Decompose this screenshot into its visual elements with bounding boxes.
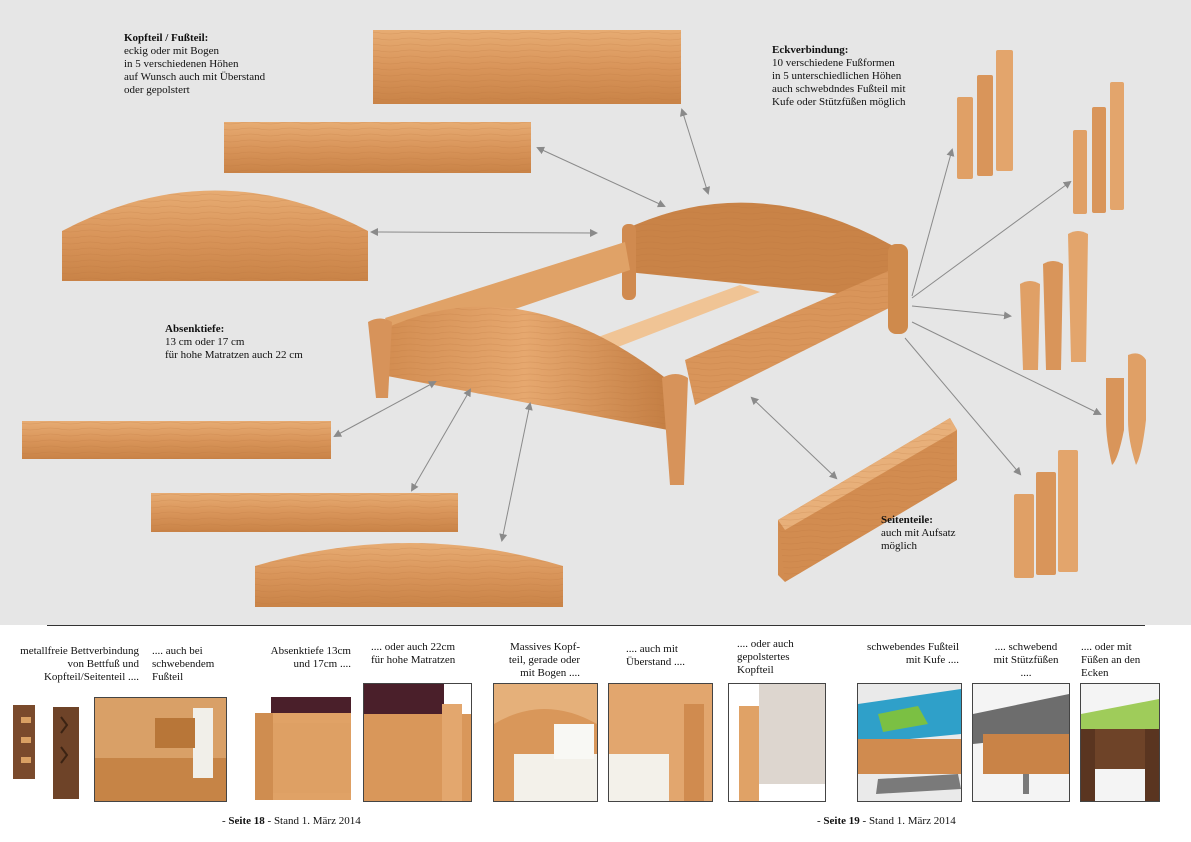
footer-page-18: - Seite 18 - Stand 1. März 2014 xyxy=(222,815,361,827)
caption-gepolstert: .... oder auch gepolstertes Kopfteil xyxy=(737,638,821,677)
annotation-line: auch schwebdndes Fußteil mit xyxy=(772,83,906,95)
caption-line: mit Kufe .... xyxy=(905,654,959,666)
caption-fuesse-ecken: .... oder mit Füßen an den Ecken xyxy=(1081,641,1161,680)
footer-date: - Stand 1. März 2014 xyxy=(264,815,361,827)
caption-line: .... oder auch 22cm xyxy=(371,641,455,653)
feet-set-3 xyxy=(1020,231,1088,370)
divider-line xyxy=(47,625,1145,626)
footer-prefix: - xyxy=(222,815,229,827)
annotation-line: 10 verschiedene Fußformen xyxy=(772,57,895,69)
annotation-seitenteile: Seitenteile: auch mit Aufsatz möglich xyxy=(881,514,956,553)
footer-page-number: Seite 19 xyxy=(823,815,860,827)
caption-line: Überstand .... xyxy=(626,656,685,668)
caption-stuetzfuesse: .... schwebend mit Stützfüßen .... xyxy=(984,641,1068,680)
annotation-line: in 5 verschiedenen Höhen xyxy=(124,58,239,70)
caption-line: .... oder mit xyxy=(1081,641,1132,653)
caption-line: schwebendem xyxy=(152,658,215,670)
headboard-arched xyxy=(62,190,368,281)
caption-line: Kopfteil/Seitenteil .... xyxy=(43,671,139,683)
annotation-line: eckig oder mit Bogen xyxy=(124,45,220,57)
caption-line: Massives Kopf- xyxy=(510,641,580,653)
caption-line: gepolstertes xyxy=(737,651,790,663)
footer-page-19: - Seite 19 - Stand 1. März 2014 xyxy=(817,815,956,827)
annotation-title: Eckverbindung: xyxy=(772,44,849,56)
footer-prefix: - xyxy=(817,815,824,827)
headboard-straight-low xyxy=(224,122,531,173)
caption-line: Absenktiefe 13cm xyxy=(270,645,351,657)
feet-set-4 xyxy=(1106,353,1146,465)
caption-line: Fußteil xyxy=(152,671,184,683)
caption-massives-kopfteil: Massives Kopf- teil, gerade oder mit Bog… xyxy=(488,641,580,680)
photo-schwebendes-fussteil xyxy=(94,697,227,802)
product-overview-area: Kopfteil / Fußteil: eckig oder mit Bogen… xyxy=(0,0,1191,625)
caption-bettverbindung: metallfreie Bettverbindung von Bettfuß u… xyxy=(6,645,139,684)
annotation-title: Absenktiefe: xyxy=(165,323,225,335)
annotation-absenktiefe: Absenktiefe: 13 cm oder 17 cm für hohe M… xyxy=(165,323,303,362)
photo-fussteil-kufe xyxy=(857,683,962,802)
annotation-title: Kopfteil / Fußteil: xyxy=(124,32,209,44)
annotation-line: auf Wunsch auch mit Überstand xyxy=(124,71,266,83)
annotation-line: auch mit Aufsatz xyxy=(881,527,956,539)
caption-line: für hohe Matratzen xyxy=(371,654,456,666)
photo-bettverbindung xyxy=(11,697,81,800)
side-rail-medium xyxy=(151,493,458,532)
annotation-line: 13 cm oder 17 cm xyxy=(165,336,245,348)
caption-kufe: schwebendes Fußteil mit Kufe .... xyxy=(848,641,959,667)
photo-absenktiefe-13-17 xyxy=(245,683,351,800)
photo-gepolstertes-kopfteil xyxy=(728,683,826,802)
photo-absenktiefe-22 xyxy=(363,683,472,802)
annotation-line: möglich xyxy=(881,540,918,552)
caption-line: Ecken xyxy=(1081,667,1109,679)
caption-line: Kopfteil xyxy=(737,664,774,676)
caption-line: .... oder auch xyxy=(737,638,794,650)
annotation-kopfteil: Kopfteil / Fußteil: eckig oder mit Bogen… xyxy=(124,32,265,97)
photo-kopfteil-ueberstand xyxy=(608,683,713,802)
footer-date: - Stand 1. März 2014 xyxy=(859,815,956,827)
photo-fuesse-ecken xyxy=(1080,683,1160,802)
caption-line: metallfreie Bettverbindung xyxy=(20,645,139,657)
caption-line: schwebendes Fußteil xyxy=(867,641,959,653)
caption-line: mit Stützfüßen xyxy=(993,654,1059,666)
annotation-title: Seitenteile: xyxy=(881,514,933,526)
photo-fussteil-stuetzfuesse xyxy=(972,683,1070,802)
caption-ueberstand: .... auch mit Überstand .... xyxy=(626,643,710,669)
feet-set-1 xyxy=(957,50,1013,179)
bed-frame xyxy=(368,202,908,485)
annotation-line: für hohe Matratzen auch 22 cm xyxy=(165,349,303,361)
connector-arrows xyxy=(333,108,1102,542)
caption-line: mit Bogen .... xyxy=(520,667,580,679)
bed-components-illustration xyxy=(22,30,1146,607)
caption-line: und 17cm .... xyxy=(293,658,351,670)
caption-line: von Bettfuß und xyxy=(67,658,140,670)
feet-set-5 xyxy=(1014,450,1078,578)
footer-page-number: Seite 18 xyxy=(228,815,265,827)
side-rail-long xyxy=(22,421,331,459)
caption-line: teil, gerade oder xyxy=(508,654,580,666)
photo-massives-kopfteil xyxy=(493,683,598,802)
caption-line: .... auch mit xyxy=(626,643,678,655)
caption-line: .... schwebend xyxy=(994,641,1058,653)
caption-22cm: .... oder auch 22cm für hohe Matratzen xyxy=(371,641,481,667)
annotation-eckverbindung: Eckverbindung: 10 verschiedene Fußformen… xyxy=(772,44,906,109)
feet-set-2 xyxy=(1073,82,1124,214)
annotation-line: Kufe oder Stützfüßen möglich xyxy=(772,96,906,108)
caption-line: .... auch bei xyxy=(152,645,203,657)
caption-line: Füßen an den xyxy=(1081,654,1141,666)
caption-line: .... xyxy=(1020,667,1032,679)
annotation-line: oder gepolstert xyxy=(124,84,190,96)
caption-schwebend-fussteil: .... auch bei schwebendem Fußteil xyxy=(152,645,242,684)
footboard-arched-low xyxy=(255,543,563,607)
annotation-line: in 5 unterschiedlichen Höhen xyxy=(772,70,902,82)
headboard-straight-tall xyxy=(373,30,681,104)
caption-absenktiefe: Absenktiefe 13cm und 17cm .... xyxy=(246,645,351,671)
side-rail-with-topper xyxy=(778,418,957,582)
